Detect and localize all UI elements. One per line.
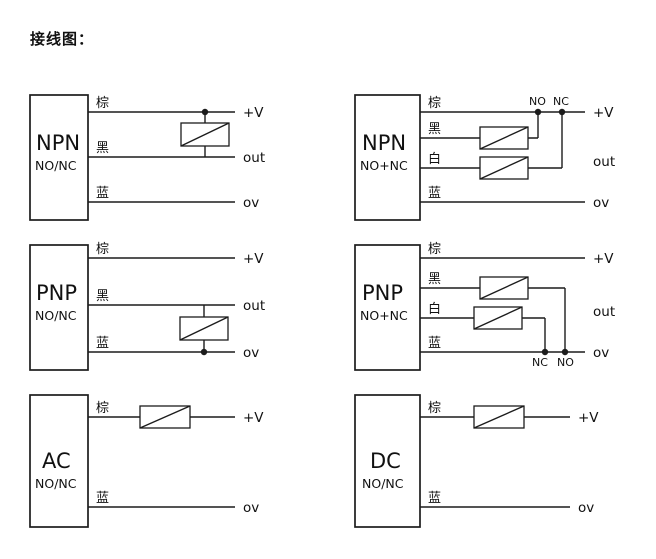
terminal-ov-label: ov xyxy=(243,195,259,211)
sensor-box xyxy=(354,394,421,528)
sensor-box xyxy=(29,244,89,371)
terminal-ov-label: ov xyxy=(593,195,609,211)
terminal-v-label: +V xyxy=(578,410,599,426)
page-title: 接线图： xyxy=(30,30,95,48)
terminal-v-label: +V xyxy=(243,251,264,267)
sensor-box xyxy=(354,94,421,221)
white-wire-label: 白 xyxy=(428,151,441,167)
junction-dot-no xyxy=(534,108,542,116)
blue-wire-label: 蓝 xyxy=(96,186,109,201)
terminal-ov-label: ov xyxy=(243,345,259,361)
diagram-ac-no-nc: AC NO/NC 棕 蓝 +V ov xyxy=(29,394,264,528)
brown-wire-label: 棕 xyxy=(428,242,441,257)
device-label: NPN xyxy=(362,131,406,155)
junction-dot-nc xyxy=(558,108,566,116)
load-diagonal xyxy=(473,306,523,330)
blue-wire-label: 蓝 xyxy=(96,336,109,351)
brown-wire-label: 棕 xyxy=(428,401,441,416)
load-diagonal xyxy=(479,276,529,300)
terminal-ov-label: ov xyxy=(578,500,594,516)
terminal-ov-label: ov xyxy=(243,500,259,516)
device-label: PNP xyxy=(362,281,403,305)
sensor-box xyxy=(354,244,421,371)
load-diagonal xyxy=(179,316,229,341)
terminal-v-label: +V xyxy=(243,105,264,121)
terminal-v-label: +V xyxy=(243,410,264,426)
terminal-out-label: out xyxy=(593,304,615,320)
terminal-v-label: +V xyxy=(593,105,614,121)
mode-label: NO+NC xyxy=(360,308,408,323)
load-diagonal xyxy=(473,405,525,429)
device-label: DC xyxy=(370,449,401,473)
load-diagonal xyxy=(180,122,230,147)
load-diagonal xyxy=(479,156,529,180)
brown-wire-label: 棕 xyxy=(96,96,109,111)
blue-wire-label: 蓝 xyxy=(428,336,441,351)
black-wire-label: 黑 xyxy=(96,289,109,304)
brown-wire-label: 棕 xyxy=(96,242,109,257)
diagram-npn-no-nc: NPN NO/NC 棕 黑 蓝 +V out ov xyxy=(29,94,265,221)
contact-no-label: NO xyxy=(557,356,574,369)
contact-nc-label: NC xyxy=(532,356,548,369)
white-wire-label: 白 xyxy=(428,301,441,317)
load-diagonal xyxy=(479,126,529,150)
blue-wire-label: 蓝 xyxy=(428,491,441,506)
contact-no-label: NO xyxy=(529,95,546,108)
mode-label: NO/NC xyxy=(35,158,77,173)
terminal-v-label: +V xyxy=(593,251,614,267)
device-label: NPN xyxy=(36,131,80,155)
load-diagonal xyxy=(139,405,191,429)
terminal-out-label: out xyxy=(243,150,265,166)
junction-dot xyxy=(200,348,208,356)
sensor-box xyxy=(29,394,89,528)
terminal-out-label: out xyxy=(593,154,615,170)
diagram-dc-no-nc: DC NO/NC 棕 蓝 +V ov xyxy=(354,394,599,528)
mode-label: NO/NC xyxy=(35,476,77,491)
black-wire-label: 黑 xyxy=(96,141,109,156)
mode-label: NO/NC xyxy=(362,476,404,491)
terminal-ov-label: ov xyxy=(593,345,609,361)
brown-wire-label: 棕 xyxy=(428,96,441,111)
blue-wire-label: 蓝 xyxy=(428,186,441,201)
black-wire-label: 黑 xyxy=(428,272,441,287)
diagram-npn-no-plus-nc: NPN NO+NC 棕 黑 NO 白 NC 蓝 +V out ov xyxy=(354,94,615,221)
contact-nc-label: NC xyxy=(553,95,569,108)
device-label: AC xyxy=(42,449,71,473)
mode-label: NO+NC xyxy=(360,158,408,173)
terminal-out-label: out xyxy=(243,298,265,314)
mode-label: NO/NC xyxy=(35,308,77,323)
diagram-pnp-no-nc: PNP NO/NC 棕 黑 蓝 +V out ov xyxy=(29,242,265,371)
diagram-pnp-no-plus-nc: PNP NO+NC 棕 黑 NO 白 NC 蓝 +V out ov xyxy=(354,242,615,371)
blue-wire-label: 蓝 xyxy=(96,491,109,506)
brown-wire-label: 棕 xyxy=(96,401,109,416)
device-label: PNP xyxy=(36,281,77,305)
black-wire-label: 黑 xyxy=(428,122,441,137)
